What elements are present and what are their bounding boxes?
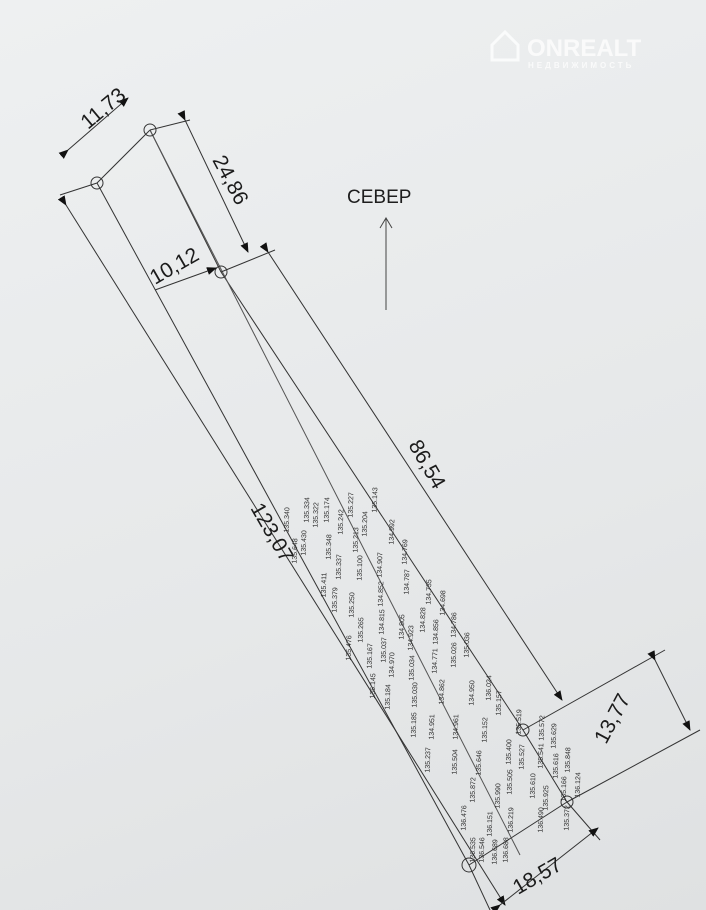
watermark-logo: ONREALT НЕДВИЖИМОСТЬ [490,29,642,70]
elevation-label: 134.852 [378,581,386,607]
elevation-label: 135.030 [412,682,420,708]
dimension-lines [57,97,701,910]
elevation-label: 136.124 [575,772,583,798]
elevation-label: 135.541 [538,743,546,769]
elevation-label: 135.430 [301,530,309,556]
elevation-label: 135.166 [561,776,569,802]
elevation-label: 134.923 [408,625,416,651]
elevation-label: 134.698 [440,590,448,616]
elevation-label: 135.610 [530,773,538,799]
elevation-label: 135.629 [551,723,559,749]
elevation-label: 136.490 [538,807,546,833]
elevation-label: 135.213 [353,527,361,553]
elevation-label: 136.689 [492,839,500,865]
watermark-tagline: НЕДВИЖИМОСТЬ [528,61,634,70]
elevation-label: 135.379 [332,587,340,613]
elevation-label: 135.504 [452,749,460,775]
elevation-label: 136.688 [503,837,511,863]
elevation-label: 135.034 [409,655,417,681]
elevation-label: 134.951 [429,714,437,740]
elevation-label: 135.204 [362,511,370,537]
elevation-label: 135.100 [357,555,365,581]
dimension-right-end: 13,77 [590,690,635,747]
house-icon [490,29,520,62]
elevation-label: 135.037 [381,637,389,663]
elevation-label: 135.036 [464,632,472,658]
elevation-label: 135.616 [553,753,561,779]
elevation-label: 135.400 [506,739,514,765]
elevation-label: 134.970 [389,652,397,678]
elevation-label: 135.322 [313,502,321,528]
elevation-label: 136.151 [487,811,495,837]
elevation-label: 134.735 [426,579,434,605]
elevation-label: 135.519 [516,709,524,735]
elevation-label: 134.992 [389,519,397,545]
elevation-label: 135.648 [292,538,300,564]
elevation-label: 135.872 [470,777,478,803]
dimension-right-side: 86,54 [404,436,450,493]
dimension-top-offset: 24,86 [208,152,253,209]
elevation-label: 135.848 [565,747,573,773]
elevation-label: 135.646 [476,750,484,776]
elevation-label: 135.157 [496,690,504,716]
elevation-label: 135.527 [519,744,527,770]
elevation-label: 134.862 [439,679,447,705]
elevation-label: 135.334 [304,497,312,523]
elevation-label: 134.950 [469,680,477,706]
elevation-label: 134.786 [451,612,459,638]
elevation-label: 134.907 [377,552,385,578]
elevation-label: 135.372 [564,805,572,831]
elevation-label: 135.167 [367,643,375,669]
elevation-label: 136.535 [470,837,478,863]
elevation-label: 135.250 [349,592,357,618]
elevation-label: 135.237 [425,747,433,773]
elevation-label: 134.787 [404,569,412,595]
elevation-label: 134.815 [379,609,387,635]
elevation-label: 134.961 [453,714,461,740]
elevation-label: 134.805 [399,614,407,640]
elevation-label: 135.348 [326,534,334,560]
dimension-top-short: 11,73 [76,83,130,133]
elevation-label: 136.546 [479,837,487,863]
elevation-label: 135.145 [370,673,378,699]
elevation-label: 135.572 [539,715,547,741]
elevation-label: 135.152 [482,717,490,743]
elevation-label: 135.340 [284,507,292,533]
elevation-label: 134.769 [402,539,410,565]
plot-boundary [90,123,574,873]
elevation-label: 135.337 [336,554,344,580]
elevation-label: 135.411 [321,572,329,597]
elevation-label: 134.856 [433,619,441,645]
elevation-label: 135.185 [411,712,419,738]
elevation-label: 135.925 [543,785,551,811]
elevation-label: 135.026 [451,642,459,668]
elevation-label: 135.242 [338,509,346,535]
elevation-label: 136.024 [486,675,494,701]
elevation-label: 136.476 [461,805,469,831]
elevation-label: 135.265 [358,617,366,643]
elevation-label: 136.219 [508,807,516,833]
north-label: СЕВЕР [347,187,411,208]
elevation-label: 135.174 [324,497,332,523]
elevation-label: 135.476 [346,635,354,661]
watermark-brand: ONREALT [527,35,642,62]
elevation-label: 135.505 [507,769,515,795]
elevation-label: 135.184 [385,684,393,710]
elevation-label: 135.227 [348,492,356,518]
elevation-label: 135.143 [372,487,380,513]
elevation-label: 134.771 [432,648,440,674]
north-arrow-icon [379,217,393,310]
elevation-label: 135.990 [495,783,503,809]
elevation-label: 134.828 [420,607,428,633]
dimension-bottom: 18,57 [509,853,566,899]
dimension-step: 10,12 [146,243,203,289]
